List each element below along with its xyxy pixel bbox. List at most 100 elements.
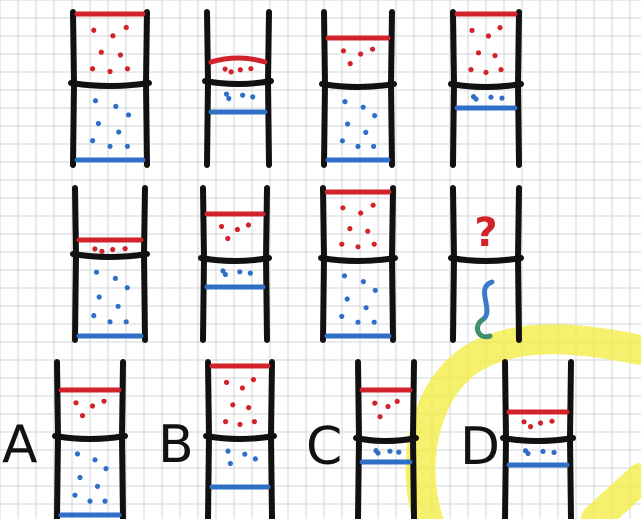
red-particle <box>371 203 376 208</box>
blue-particle <box>92 457 97 462</box>
red-particle <box>377 414 382 419</box>
blue-particle <box>102 499 107 504</box>
blue-particle <box>375 450 380 455</box>
red-particle <box>252 419 257 424</box>
blue-particle <box>345 296 350 301</box>
tube-right-wall <box>268 12 269 165</box>
tube-left-wall <box>75 188 76 340</box>
figure-12 <box>503 362 573 519</box>
red-particle <box>92 246 97 251</box>
red-particle <box>240 385 245 390</box>
blue-particle <box>361 279 366 284</box>
tube-left-wall <box>323 188 324 340</box>
blue-particle <box>361 105 366 110</box>
red-particle <box>238 67 243 72</box>
blue-particle <box>223 272 228 277</box>
red-particle <box>73 400 78 405</box>
blue-particle <box>126 112 131 117</box>
blue-particle <box>72 493 77 498</box>
red-particle <box>90 403 95 408</box>
blue-particle <box>87 499 92 504</box>
blue-particle <box>396 450 401 455</box>
tube-right-wall <box>518 12 519 165</box>
blue-particle <box>91 313 96 318</box>
blue-particle <box>77 475 82 480</box>
tube-left-wall <box>208 362 209 519</box>
figure-7 <box>321 188 395 340</box>
red-particle <box>358 210 363 215</box>
red-particle <box>476 50 481 55</box>
blue-particle <box>113 276 118 281</box>
letter-a-icon: A <box>2 415 38 475</box>
red-particle <box>372 242 377 247</box>
blue-particle <box>355 320 360 325</box>
blue-particle <box>224 92 229 97</box>
figure-6 <box>201 188 269 340</box>
figure-11 <box>356 362 416 519</box>
red-particle <box>110 33 115 38</box>
blue-particle <box>225 449 230 454</box>
tube-seam <box>322 84 394 87</box>
red-particle <box>124 25 129 30</box>
red-particle <box>107 69 112 74</box>
letter-d-icon: D <box>460 417 500 477</box>
blue-particle <box>342 273 347 278</box>
blue-particle <box>242 452 247 457</box>
red-particle <box>125 66 130 71</box>
red-particle <box>248 66 253 71</box>
blue-particle <box>342 99 347 104</box>
question-mark-icon: ? <box>474 210 497 256</box>
blue-particle <box>345 121 350 126</box>
blue-particle <box>94 270 99 275</box>
red-particle <box>492 53 497 58</box>
blue-particle <box>339 314 344 319</box>
blue-particle <box>226 96 231 101</box>
blue-particle <box>75 451 80 456</box>
red-particle <box>486 33 491 38</box>
red-particle <box>229 69 234 74</box>
red-particle <box>235 227 240 232</box>
blue-particle <box>125 285 130 290</box>
tube-seam <box>55 436 125 439</box>
tube-left-wall <box>453 188 454 340</box>
red-particle <box>251 377 256 382</box>
tube-seam <box>205 81 271 84</box>
blue-particle <box>124 319 129 324</box>
tube-seam <box>451 258 521 261</box>
blue-particle <box>488 95 493 100</box>
red-particle <box>498 67 503 72</box>
red-particle <box>497 25 502 30</box>
blue-particle <box>93 98 98 103</box>
red-particle <box>395 399 400 404</box>
blue-particle <box>240 93 245 98</box>
blue-particle <box>372 113 377 118</box>
red-particle <box>230 402 235 407</box>
tube-right-wall <box>144 188 145 340</box>
red-particle <box>223 419 228 424</box>
tube-right-wall <box>122 362 123 519</box>
blue-particle <box>237 269 242 274</box>
blue-particle <box>372 320 377 325</box>
tube-right-wall <box>266 188 267 340</box>
blue-particle <box>248 271 253 276</box>
red-particle <box>538 420 543 425</box>
red-particle <box>223 66 228 71</box>
tube-right-wall <box>271 362 272 519</box>
red-particle <box>246 405 251 410</box>
red-particle <box>341 48 346 53</box>
blue-particle <box>340 138 345 143</box>
red-particle <box>123 246 128 251</box>
red-particle <box>549 419 554 424</box>
figure-2 <box>205 12 271 165</box>
figure-3 <box>322 12 394 165</box>
blue-particle <box>363 130 368 135</box>
blue-particle <box>355 144 360 149</box>
blue-particle <box>250 94 255 99</box>
tube-seam <box>73 254 147 257</box>
red-particle <box>99 50 104 55</box>
blue-particle <box>107 319 112 324</box>
red-particle <box>225 236 230 241</box>
blue-particle <box>96 121 101 126</box>
